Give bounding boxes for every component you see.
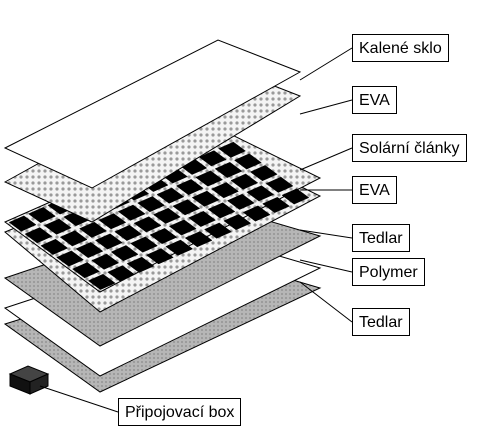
label-tedlar1: Tedlar — [352, 224, 410, 252]
solar-cell — [79, 221, 107, 238]
solar-cell — [146, 248, 174, 265]
solar-cell — [98, 213, 126, 230]
solar-cell — [75, 242, 104, 258]
label-polymer: Polymer — [352, 258, 425, 286]
solar-cell — [207, 202, 236, 219]
label-tedlar2: Tedlar — [352, 308, 410, 336]
label-eva2: EVA — [352, 176, 397, 204]
solar-cell — [211, 182, 239, 199]
solar-cell — [126, 256, 155, 273]
label-junction-box: Připojovací box — [118, 398, 242, 426]
solar-cell — [60, 230, 88, 247]
solar-cell — [172, 199, 200, 216]
solar-cell — [114, 224, 142, 241]
solar-cell — [223, 214, 251, 231]
solar-cell — [8, 215, 37, 232]
solar-cell — [195, 170, 223, 187]
solar-cell — [234, 153, 262, 170]
solar-cell — [204, 222, 232, 239]
solar-cell — [246, 185, 274, 202]
solar-cell — [214, 162, 243, 178]
junction-box-icon — [8, 365, 50, 395]
leader-line — [39, 385, 119, 413]
leader-line — [299, 147, 353, 171]
solar-cell — [153, 207, 181, 224]
solar-cell — [265, 176, 294, 193]
solar-cell — [243, 205, 271, 222]
solar-cell — [199, 150, 227, 167]
solar-cell — [40, 238, 68, 255]
solar-cell — [137, 196, 165, 213]
solar-cell — [218, 141, 246, 158]
solar-cell — [107, 265, 135, 282]
label-cells: Solární články — [352, 134, 467, 162]
solar-cell — [95, 233, 123, 250]
solar-cell — [130, 236, 158, 253]
solar-cell — [72, 262, 100, 279]
leader-line — [299, 47, 353, 81]
layer-glass — [3, 39, 302, 189]
solar-cell — [250, 165, 278, 182]
label-eva1: EVA — [352, 86, 397, 114]
solar-cell — [111, 245, 139, 262]
leader-line — [299, 99, 353, 115]
solar-cell — [24, 227, 53, 244]
leader-line — [299, 229, 353, 239]
solar-cell — [88, 273, 116, 290]
label-glass: Kalené sklo — [352, 34, 449, 62]
solar-cell — [44, 218, 72, 235]
solar-cell — [176, 179, 204, 196]
solar-cell — [169, 219, 197, 236]
leader-line — [299, 259, 353, 273]
solar-cell — [156, 187, 185, 204]
solar-cell — [149, 228, 178, 244]
solar-cell — [192, 190, 220, 207]
solar-cell — [165, 239, 193, 256]
solar-cell — [56, 250, 84, 267]
leader-line — [299, 281, 353, 323]
solar-cell — [184, 231, 213, 248]
solar-cell — [262, 197, 290, 213]
solar-cell — [188, 211, 216, 227]
solar-cell — [227, 193, 255, 210]
solar-cell — [28, 207, 56, 223]
solar-cell — [91, 253, 119, 270]
solar-cell — [133, 216, 162, 233]
solar-cell — [230, 173, 258, 190]
solar-cell — [118, 204, 146, 221]
solar-cell — [281, 188, 310, 205]
